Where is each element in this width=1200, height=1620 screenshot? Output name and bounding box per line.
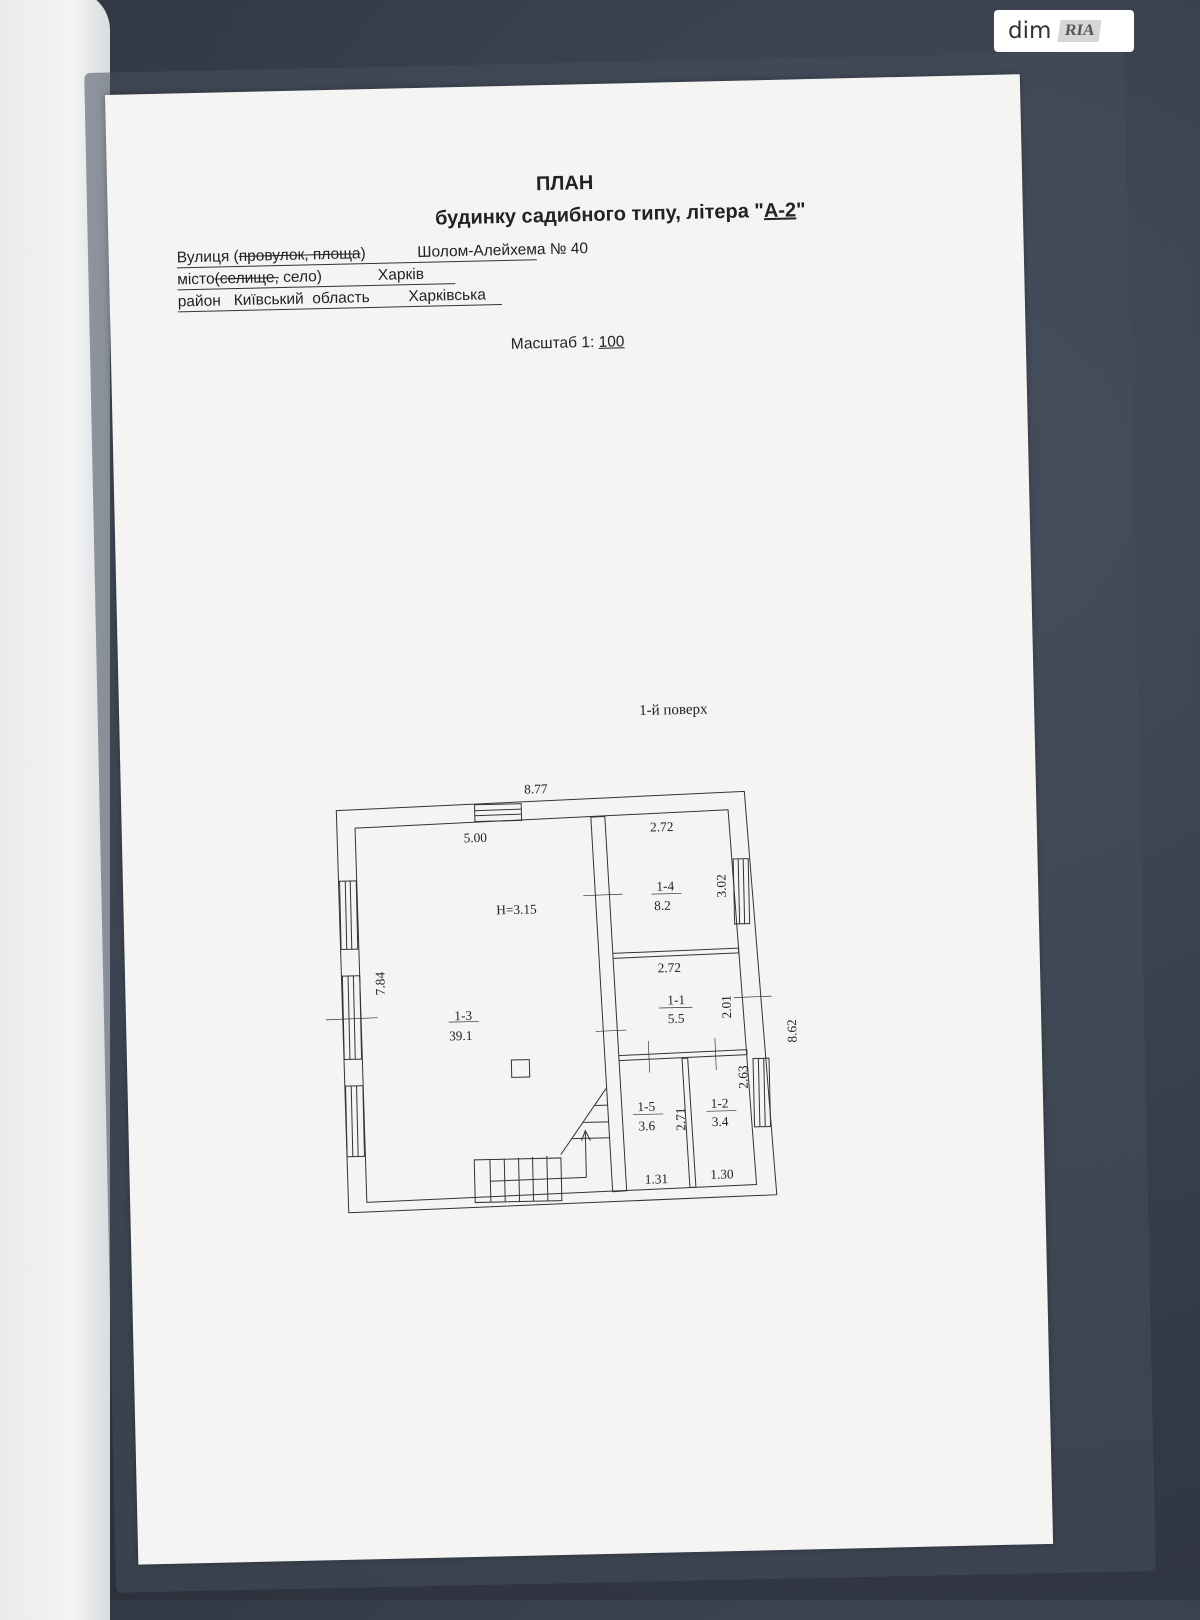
- partition-main: [591, 816, 627, 1192]
- dim-r14-depth: 3.02: [714, 874, 730, 898]
- room-height: H=3.15: [496, 901, 537, 917]
- dim-main-width: 5.00: [463, 830, 487, 846]
- outer-wall: [336, 791, 777, 1213]
- district-line: район Київський область Харківська: [178, 286, 502, 312]
- dim-overall-depth: 8.62: [784, 1019, 800, 1043]
- room-id: 1-2: [711, 1095, 729, 1110]
- floor-plan: 8.77 5.00 2.72 2.72 H=3.15 1-4 8.2 1-3 3…: [310, 748, 800, 1219]
- dim-r11-depth: 2.01: [719, 995, 735, 1019]
- dim-r14-width: 2.72: [650, 819, 674, 835]
- dim-r12-depth: 2.63: [735, 1065, 751, 1089]
- chimney: [511, 1060, 529, 1078]
- room-area: 39.1: [449, 1028, 473, 1044]
- city-line: місто(селище, село) Харків: [177, 265, 455, 290]
- window-top: [475, 804, 522, 822]
- dim-r12-width: 1.30: [710, 1166, 734, 1182]
- staircase: [473, 1088, 612, 1202]
- room-area: 3.4: [712, 1114, 729, 1129]
- dim-overall-width: 8.77: [524, 781, 548, 797]
- room-area: 8.2: [654, 898, 671, 913]
- partition-14-11: [613, 948, 739, 958]
- room-id: 1-3: [454, 1008, 472, 1023]
- dim-main-depth: 7.84: [372, 971, 388, 995]
- letter: А-2: [764, 199, 797, 222]
- room-id: 1-4: [656, 878, 674, 893]
- partition-11-lower: [619, 1050, 747, 1061]
- region-value: Харківська: [408, 286, 486, 305]
- dim-r15-depth: 2.71: [673, 1107, 689, 1131]
- room-area: 3.6: [638, 1118, 655, 1133]
- dim-r11-width: 2.72: [657, 960, 681, 976]
- room-id: 1-5: [637, 1099, 655, 1114]
- floor-label: 1-й поверх: [639, 701, 708, 720]
- room-id: 1-1: [667, 992, 685, 1007]
- inner-wall: [355, 809, 757, 1202]
- document-sheet: ПЛАН будинку садибного типу, літера "А-2…: [105, 74, 1053, 1564]
- dimension-ticks: [323, 891, 774, 1122]
- street-value: Шолом-Алейхема № 40: [417, 240, 588, 261]
- scale: Масштаб 1: 100: [511, 333, 625, 354]
- street-line: Вулиця (провулок, площа) Шолом-Алейхема …: [177, 241, 537, 268]
- city-value: Харків: [378, 266, 424, 284]
- room-area: 5.5: [668, 1011, 685, 1026]
- dim-r15-width: 1.31: [645, 1171, 669, 1187]
